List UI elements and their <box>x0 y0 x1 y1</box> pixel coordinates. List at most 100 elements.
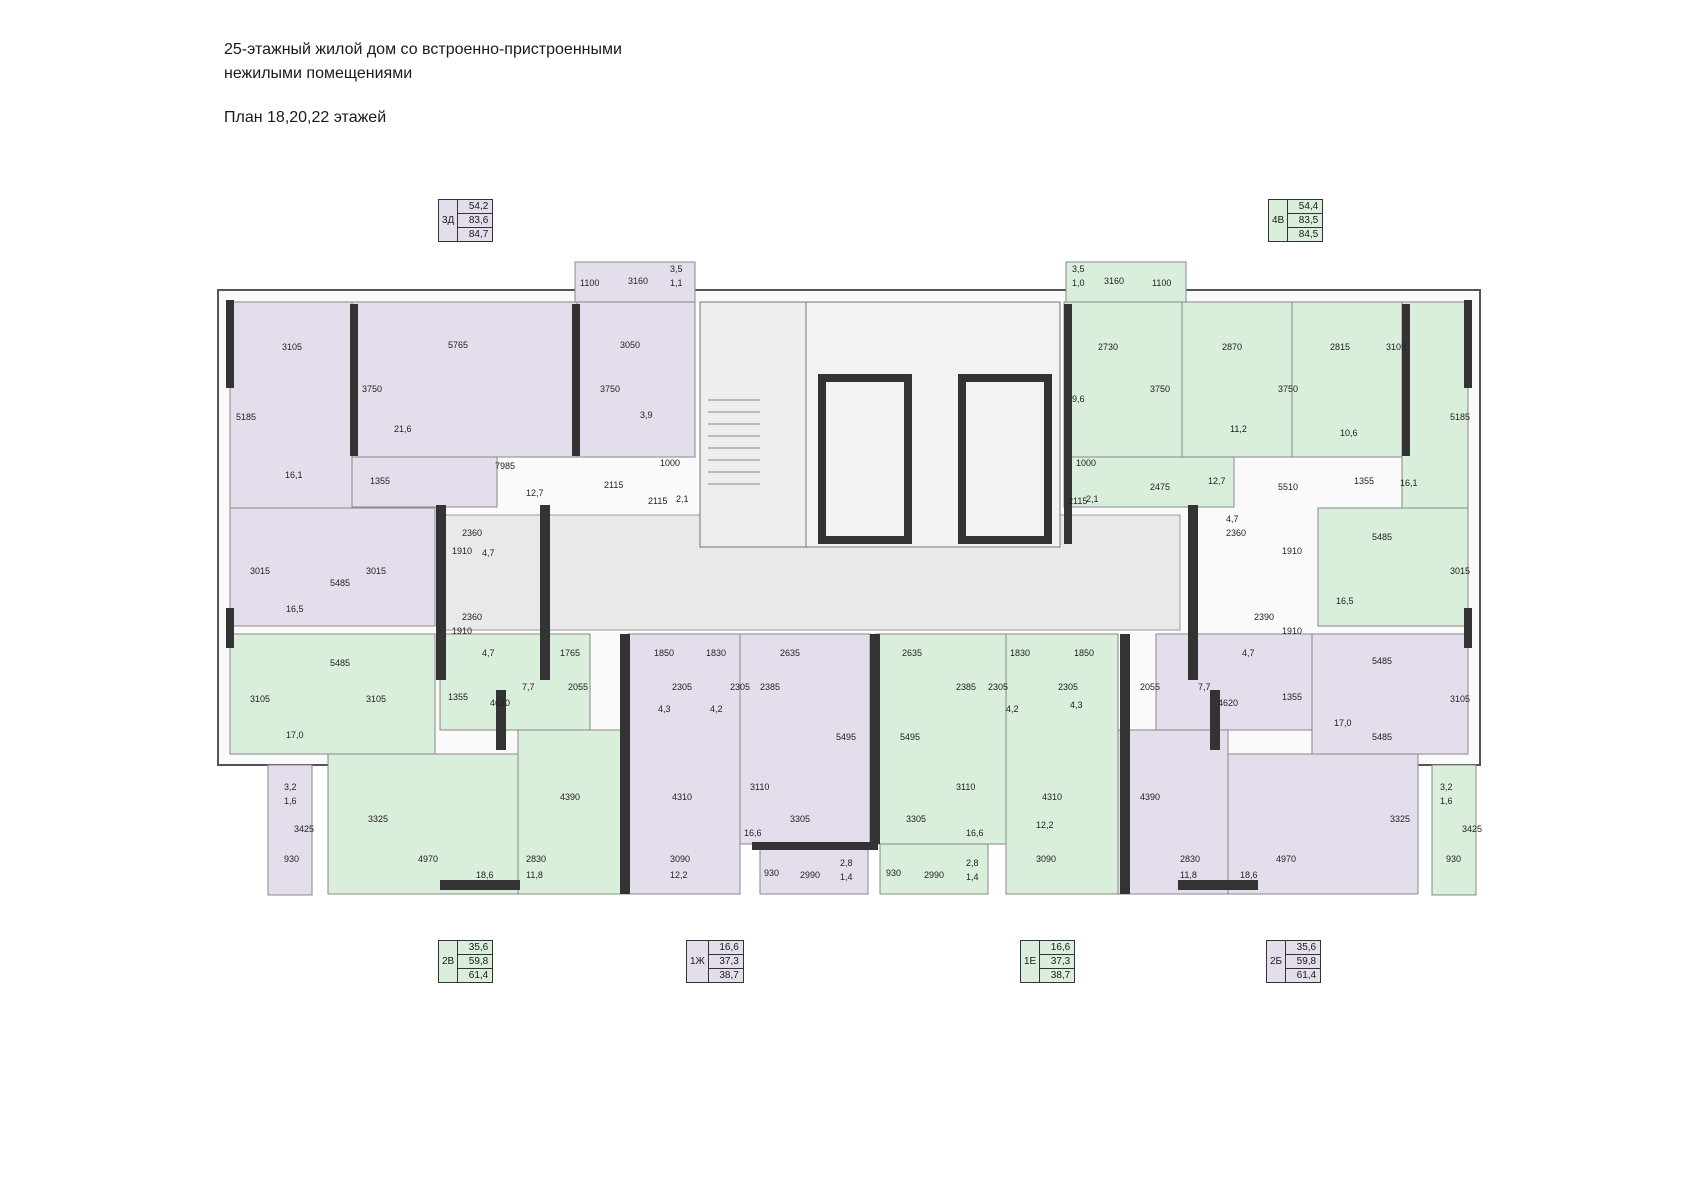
plan-label: 17,0 <box>1334 718 1352 728</box>
apartment-tag-2b: 2Б 35,6 59,8 61,4 <box>1266 940 1322 983</box>
plan-label: 4,7 <box>1242 648 1255 658</box>
loggias <box>267 261 696 896</box>
plan-label: 2385 <box>760 682 780 692</box>
plan-label: 3,2 <box>284 782 297 792</box>
plan-label: 2870 <box>1222 342 1242 352</box>
apartment-tag-4v: 4В 54,4 83,5 84,5 <box>1268 199 1324 242</box>
plan-label: 12,2 <box>1036 820 1054 830</box>
plan-label: 1100 <box>580 278 599 288</box>
plan-label: 1100 <box>1152 278 1171 288</box>
living-area: 54,4 <box>1298 201 1319 212</box>
plan-label: 3750 <box>1150 384 1170 394</box>
plan-label: 2360 <box>462 612 482 622</box>
plan-label: 2475 <box>1150 482 1170 492</box>
plan-label: 1910 <box>1282 626 1302 636</box>
plan-label: 12,7 <box>1208 476 1226 486</box>
apartment-tag-3d: 3Д 54,2 83,6 84,7 <box>438 199 494 242</box>
apartment-code: 1Е <box>1020 940 1040 983</box>
plan-label: 3325 <box>368 814 388 824</box>
plan-label: 2635 <box>902 648 922 658</box>
plan-label: 1355 <box>1354 476 1374 486</box>
living-area: 54,2 <box>468 201 489 212</box>
plan-label: 3325 <box>1390 814 1410 824</box>
plan-label: 16,5 <box>286 604 304 614</box>
plan-label: 21,6 <box>394 424 412 434</box>
plan-label: 930 <box>1446 854 1461 864</box>
plan-label: 11,8 <box>526 870 543 880</box>
plan-label: 2305 <box>988 682 1008 692</box>
plan-label: 1,1 <box>670 278 683 288</box>
plan-label: 1,4 <box>840 872 853 882</box>
plan-label: 4,3 <box>658 704 671 714</box>
plan-label: 2830 <box>1180 854 1200 864</box>
plan-label: 12,2 <box>670 870 688 880</box>
plan-label: 18,6 <box>476 870 494 880</box>
dimension-labels: 3105 5765 3050 3750 3750 5185 21,6 3,9 1… <box>236 264 1482 882</box>
apartment-tag-1e: 1Е 16,6 37,3 38,7 <box>1020 940 1076 983</box>
total-area-with-loggia: 84,5 <box>1288 227 1323 241</box>
plan-label: 2,8 <box>840 858 853 868</box>
total-area: 83,6 <box>458 213 493 227</box>
plan-label: 1000 <box>1076 458 1096 468</box>
plan-label: 3750 <box>600 384 620 394</box>
plan-label: 3105 <box>1386 342 1406 352</box>
plan-label: 3050 <box>620 340 640 350</box>
plan-label: 11,8 <box>1180 870 1197 880</box>
plan-label: 5485 <box>1372 656 1392 666</box>
plan-label: 16,6 <box>966 828 984 838</box>
plan-title-line-1: 25-этажный жилой дом со встроенно-пристр… <box>224 41 622 58</box>
plan-label: 2055 <box>1140 682 1160 692</box>
plan-label: 3090 <box>670 854 690 864</box>
plan-label: 5185 <box>1450 412 1470 422</box>
plan-label: 4,7 <box>482 648 495 658</box>
plan-label: 1850 <box>654 648 674 658</box>
total-area: 37,3 <box>708 954 743 968</box>
plan-label: 2305 <box>672 682 692 692</box>
plan-label: 2305 <box>730 682 750 692</box>
living-area: 16,6 <box>1050 942 1071 953</box>
plan-label: 3,5 <box>670 264 683 274</box>
total-area: 59,8 <box>1286 954 1321 968</box>
plan-label: 10,6 <box>1340 428 1358 438</box>
apartment-2b-rooms <box>1117 633 1469 895</box>
elevator-shafts <box>818 374 1052 544</box>
plan-label: 4970 <box>418 854 438 864</box>
plan-label: 3,5 <box>1072 264 1085 274</box>
plan-label: 1,6 <box>1440 796 1453 806</box>
plan-label: 1000 <box>660 458 680 468</box>
plan-label: 1355 <box>370 476 390 486</box>
total-area: 37,3 <box>1040 954 1075 968</box>
living-area: 35,6 <box>1296 942 1317 953</box>
total-area-with-loggia: 38,7 <box>708 968 743 982</box>
apartment-code: 2В <box>438 940 458 983</box>
plan-label: 2815 <box>1330 342 1350 352</box>
plan-label: 1910 <box>452 546 472 556</box>
plan-label: 5765 <box>448 340 468 350</box>
plan-label: 2830 <box>526 854 546 864</box>
plan-label: 2,1 <box>676 494 689 504</box>
plan-label: 5485 <box>1372 532 1392 542</box>
living-area: 35,6 <box>468 942 489 953</box>
plan-label: 3015 <box>250 566 270 576</box>
plan-label: 4,2 <box>710 704 723 714</box>
plan-label: 1765 <box>560 648 580 658</box>
plan-label: 2,8 <box>966 858 979 868</box>
plan-label: 3425 <box>1462 824 1482 834</box>
total-area-with-loggia: 38,7 <box>1040 968 1075 982</box>
plan-label: 3305 <box>790 814 810 824</box>
plan-label: 2305 <box>1058 682 1078 692</box>
total-area-with-loggia: 61,4 <box>458 968 493 982</box>
plan-label: 2360 <box>1226 528 1246 538</box>
plan-label: 2115 <box>604 480 623 490</box>
plan-label: 18,6 <box>1240 870 1258 880</box>
plan-label: 2730 <box>1098 342 1118 352</box>
plan-label: 16,1 <box>1400 478 1418 488</box>
plan-label: 3,9 <box>640 410 653 420</box>
plan-label: 3105 <box>282 342 302 352</box>
living-area: 16,6 <box>719 942 739 953</box>
plan-label: 2115 <box>1068 496 1087 506</box>
plan-label: 3105 <box>1450 694 1470 704</box>
plan-label: 1910 <box>1282 546 1302 556</box>
plan-label: 1910 <box>452 626 472 636</box>
